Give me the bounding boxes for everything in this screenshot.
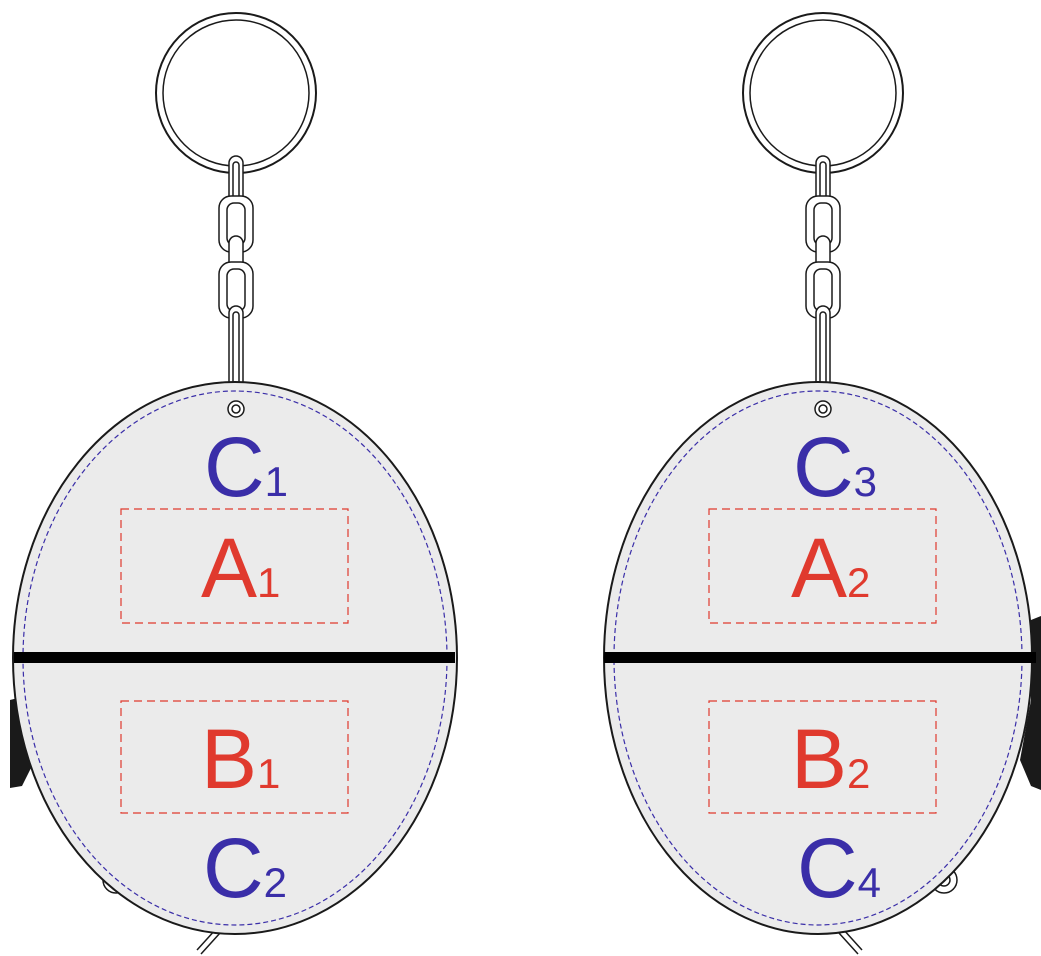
divider-bar: [604, 652, 1036, 663]
key-ring: [155, 12, 317, 174]
hanging-hole: [814, 400, 832, 418]
chain: [218, 155, 254, 417]
divider-bar: [14, 652, 455, 663]
keychain-right: C3 A2 B2 C4: [603, 12, 1041, 955]
hanging-hole: [227, 400, 245, 418]
zone-b-label: B1: [201, 712, 280, 806]
zone-b-label: B2: [791, 712, 870, 806]
side-tab: [10, 697, 34, 788]
keychain-left: C1 A1 B1 C2: [10, 12, 458, 955]
zone-a-box: [708, 508, 937, 624]
zone-a-label: A2: [791, 521, 870, 615]
top-label: C1: [204, 420, 288, 514]
chain: [805, 155, 841, 417]
bottom-label: C4: [797, 821, 881, 915]
zone-a-box: [120, 508, 349, 624]
key-ring: [742, 12, 904, 174]
top-label: C3: [793, 420, 877, 514]
bottom-label: C2: [203, 821, 287, 915]
zone-a-label: A1: [201, 521, 280, 615]
